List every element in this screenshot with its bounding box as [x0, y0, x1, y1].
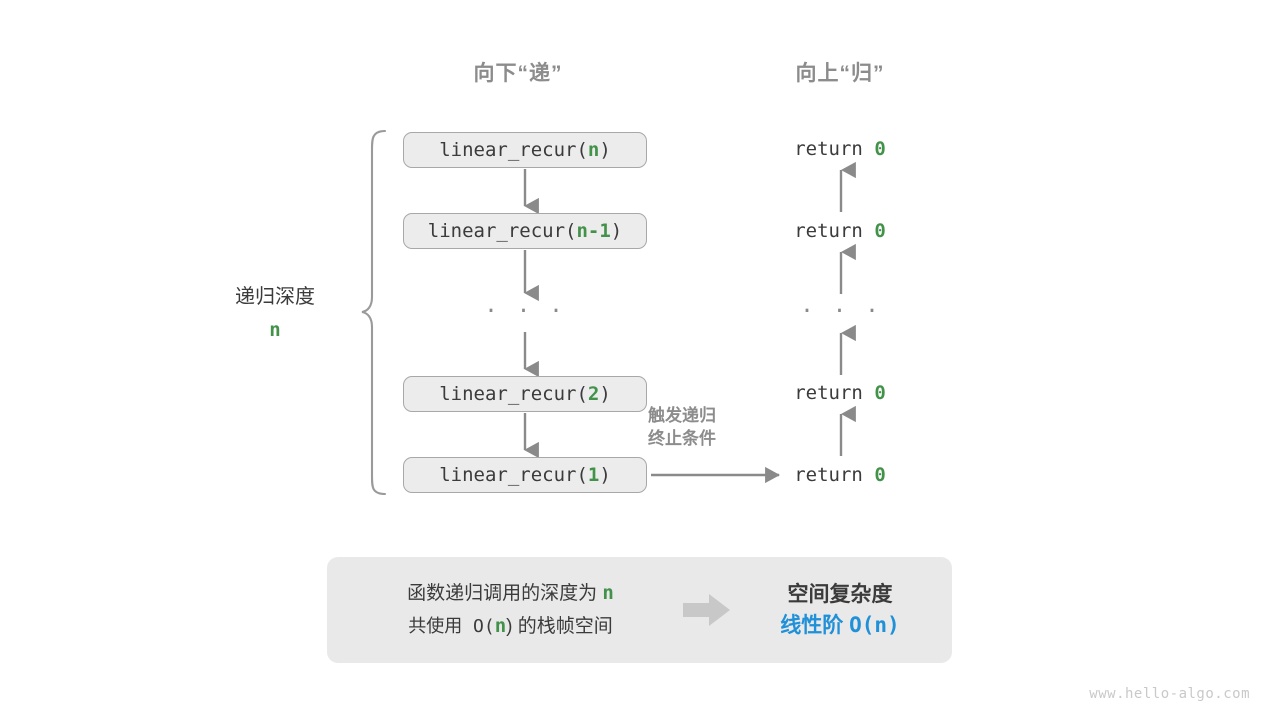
summary-left: 函数递归调用的深度为 n 共使用 O(n) 的栈帧空间 [327, 577, 672, 643]
summary-panel: 函数递归调用的深度为 n 共使用 O(n) 的栈帧空间 空间复杂度 线性阶 O(… [327, 557, 952, 663]
column-header-descend: 向下“递” [473, 62, 563, 85]
summary-line-1: 函数递归调用的深度为 n [349, 577, 672, 610]
return-value: 0 [874, 138, 886, 160]
watermark: www.hello-algo.com [1089, 686, 1250, 702]
return-value: 0 [874, 220, 886, 242]
call-box-arg: n-1 [576, 220, 611, 242]
call-box-arg: n [587, 139, 600, 161]
return-value: 0 [874, 464, 886, 486]
call-box-2[interactable]: linear_recur(2) [403, 376, 647, 412]
summary-line-1-text: 函数递归调用的深度为 [407, 583, 603, 604]
complexity-value: 线性阶 O(n) [742, 610, 938, 641]
complexity-value-label: 线性阶 [780, 614, 850, 637]
summary-right: 空间复杂度 线性阶 O(n) [742, 579, 952, 641]
call-box-arg: 2 [587, 383, 600, 405]
call-box-n[interactable]: linear_recur(n) [403, 132, 647, 168]
depth-brace [361, 129, 387, 496]
call-box-n-1[interactable]: linear_recur(n-1) [403, 213, 647, 249]
right-block-arrow-icon [683, 594, 730, 626]
base-case-note-line1: 触发递归 [648, 406, 716, 425]
call-box-suffix: ) [610, 220, 623, 242]
descend-ellipsis: · · · [484, 299, 566, 324]
recursion-depth-text: 递归深度 [235, 286, 315, 308]
call-box-arg: 1 [587, 464, 600, 486]
return-keyword: return [794, 138, 875, 160]
column-header-ascend: 向上“归” [795, 62, 885, 85]
return-1: return 0 [740, 464, 940, 486]
base-case-note: 触发递归 终止条件 [648, 404, 788, 450]
base-case-note-line2: 终止条件 [648, 429, 716, 448]
call-box-prefix: linear_recur( [439, 464, 588, 486]
call-box-prefix: linear_recur( [439, 139, 588, 161]
return-keyword: return [794, 382, 875, 404]
call-box-suffix: ) [599, 139, 611, 161]
return-keyword: return [794, 464, 875, 486]
recursion-depth-label: 递归深度 n [190, 280, 360, 341]
call-box-suffix: ) [599, 383, 611, 405]
summary-line-1-var: n [602, 582, 614, 604]
ascend-ellipsis: · · · [800, 299, 882, 324]
return-n-1: return 0 [740, 220, 940, 242]
call-box-prefix: linear_recur( [427, 220, 577, 242]
call-box-1[interactable]: linear_recur(1) [403, 457, 647, 493]
summary-line-2-var: n [494, 615, 507, 637]
complexity-value-notation: O(n) [849, 613, 900, 637]
call-box-suffix: ) [599, 464, 611, 486]
return-n: return 0 [740, 138, 940, 160]
return-value: 0 [874, 382, 886, 404]
summary-arrow [672, 593, 742, 627]
summary-line-2-text-a: 共使用 O( [408, 616, 495, 637]
recursion-depth-value: n [269, 319, 281, 341]
call-box-prefix: linear_recur( [439, 383, 588, 405]
return-keyword: return [794, 220, 875, 242]
summary-line-2: 共使用 O(n) 的栈帧空间 [349, 610, 672, 643]
summary-line-2-text-b: ) 的栈帧空间 [506, 616, 613, 637]
complexity-title: 空间复杂度 [787, 583, 893, 606]
return-2: return 0 [740, 382, 940, 404]
